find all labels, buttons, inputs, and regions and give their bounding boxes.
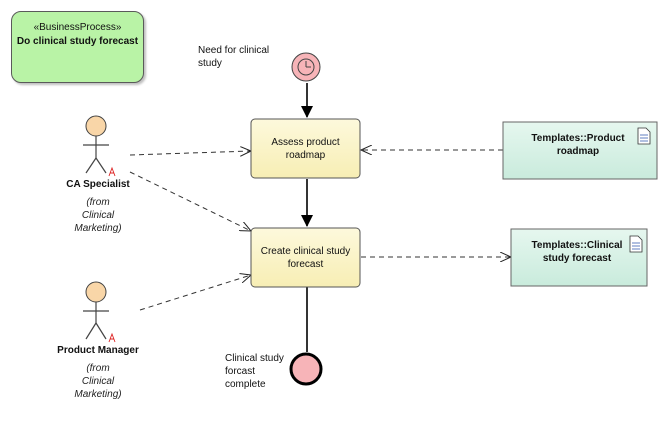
template-clinical-study-forecast[interactable] xyxy=(510,228,648,287)
actor-marker-icon xyxy=(108,166,116,177)
assoc-ca-to-assess xyxy=(129,151,251,155)
actor-product-manager-from: (from Clinical Marketing) xyxy=(74,363,122,400)
actor-product-manager[interactable] xyxy=(83,281,116,343)
actor-ca-specialist[interactable] xyxy=(83,115,116,177)
end-event[interactable] xyxy=(289,352,323,386)
business-process-stereotype: «BusinessProcess» xyxy=(33,22,122,33)
business-process-box[interactable]: «BusinessProcess» Do clinical study fore… xyxy=(11,11,144,83)
document-icon xyxy=(637,127,651,145)
business-process-name: Do clinical study forecast xyxy=(16,36,139,47)
start-event-label: Need for clinical study xyxy=(198,45,270,69)
document-icon xyxy=(629,235,643,253)
actor-product-manager-name: Product Manager xyxy=(57,345,139,356)
actor-ca-specialist-name: CA Specialist xyxy=(66,179,130,190)
assoc-ca-to-create xyxy=(129,171,251,231)
activity-assess-product-roadmap[interactable] xyxy=(250,118,361,179)
assoc-pm-to-create xyxy=(139,275,251,311)
end-event-label: Clinical study forcast complete xyxy=(225,353,284,390)
template-product-roadmap[interactable] xyxy=(502,121,658,180)
start-timer-event[interactable] xyxy=(291,52,321,82)
actor-ca-specialist-from: (from Clinical Marketing) xyxy=(74,197,122,234)
actor-marker-icon xyxy=(108,332,116,343)
activity-create-clinical-study-forecast[interactable] xyxy=(250,227,361,288)
